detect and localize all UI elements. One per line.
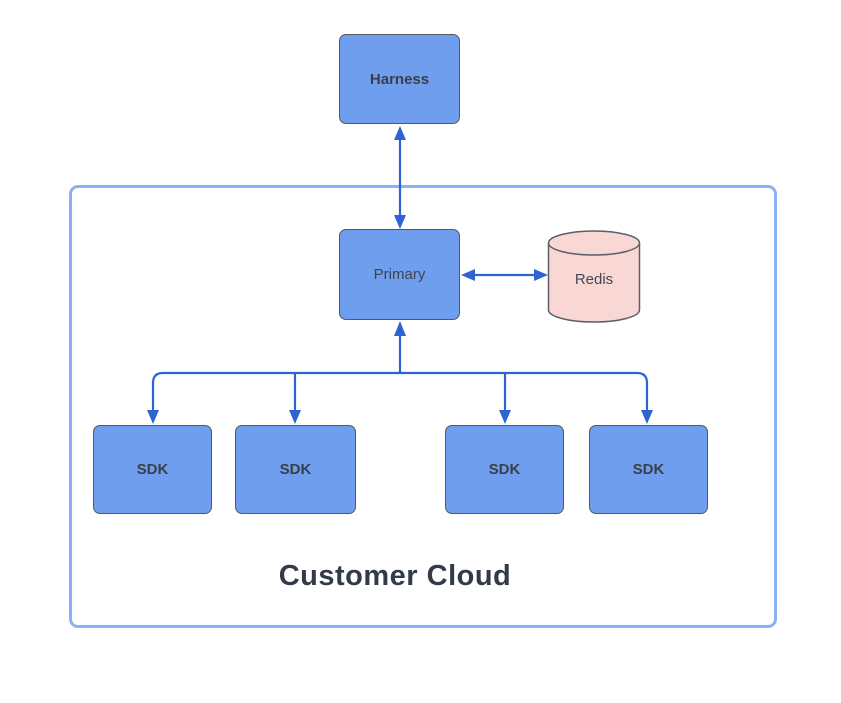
node-sdk-1[interactable]: SDK [93, 425, 212, 514]
sdk-label: SDK [488, 461, 521, 478]
node-redis[interactable]: Redis [547, 229, 641, 324]
customer-cloud-label: Customer Cloud [278, 560, 512, 592]
node-primary[interactable]: Primary [339, 229, 460, 320]
redis-label: Redis [574, 271, 614, 288]
node-harness[interactable]: Harness [339, 34, 460, 124]
node-sdk-4[interactable]: SDK [589, 425, 708, 514]
node-sdk-2[interactable]: SDK [235, 425, 356, 514]
sdk-label: SDK [279, 461, 312, 478]
sdk-label: SDK [632, 461, 665, 478]
redis-cylinder-shape [547, 230, 641, 323]
harness-label: Harness [369, 70, 430, 88]
primary-label: Primary [373, 266, 426, 283]
sdk-label: SDK [136, 461, 169, 478]
node-sdk-3[interactable]: SDK [445, 425, 564, 514]
